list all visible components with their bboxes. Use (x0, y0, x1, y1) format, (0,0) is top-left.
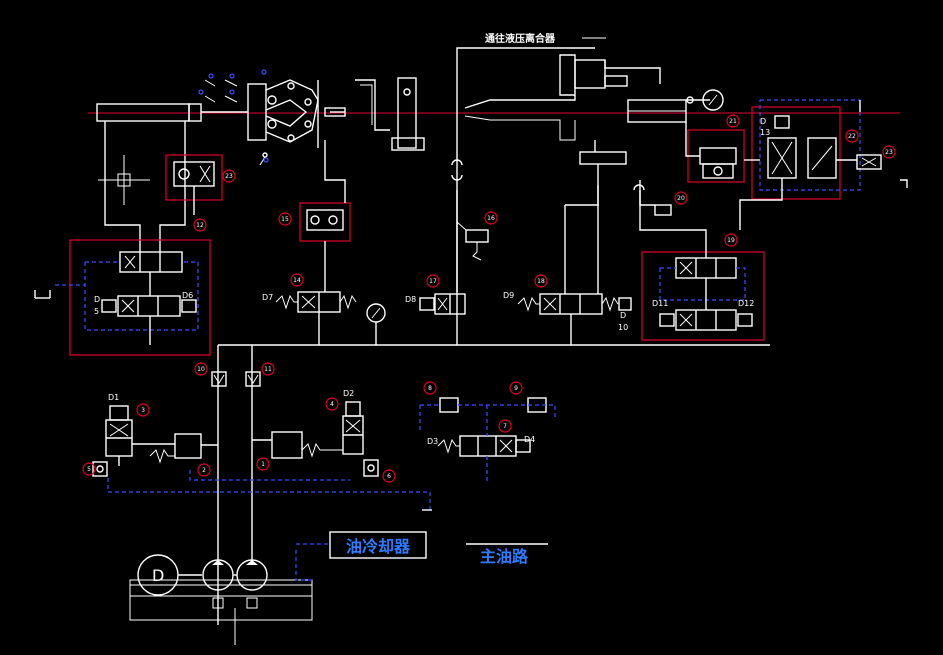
label-d10-num: 10 (618, 323, 628, 332)
clamp-cylinder (96, 79, 346, 166)
tag-19: 19 (727, 237, 735, 244)
tag-4: 4 (330, 401, 334, 408)
clutch-label: 通往液压离合器 (485, 32, 556, 45)
tag-7: 7 (503, 423, 507, 430)
tag-23: 23 (885, 149, 893, 156)
check-valve-10 (211, 371, 227, 387)
valve-16 (465, 229, 489, 243)
tag-8: 8 (428, 385, 432, 392)
crosshair-icon (98, 155, 150, 205)
frame-19 (641, 251, 765, 341)
tag-3: 3 (141, 407, 145, 414)
tag-20: 20 (677, 195, 685, 202)
frame-left-valve-group (69, 239, 211, 356)
label-d5: D (94, 295, 100, 304)
label-d9: D9 (503, 291, 514, 300)
label-d5-num: 5 (94, 307, 99, 316)
oil-tank (129, 579, 313, 621)
label-d4: D4 (524, 435, 535, 444)
valve-8 (439, 397, 459, 413)
label-d3: D3 (427, 437, 438, 446)
label-d13-num: 13 (760, 128, 770, 137)
tag-17: 17 (429, 278, 437, 285)
tag-12: 12 (196, 222, 204, 229)
tag-14: 14 (293, 277, 301, 284)
oil-cooler-label: 油冷却器 (346, 537, 411, 556)
label-d11: D11 (652, 299, 668, 308)
frame-22 (751, 106, 841, 200)
label-d6: D6 (182, 291, 193, 300)
label-d2: D2 (343, 389, 354, 398)
tag-13: 23 (225, 173, 233, 180)
tag-15: 15 (281, 216, 289, 223)
position-markers (198, 69, 269, 163)
tag-11: 11 (264, 366, 272, 373)
solenoid-labels: D1 D2 D3 D4 D 5 D6 D7 D8 D9 D 10 D11 D12… (94, 117, 770, 446)
tag-1: 1 (261, 461, 265, 468)
relief-valve-2 (174, 433, 202, 459)
tag-22: 22 (848, 133, 856, 140)
valve-7 (459, 435, 517, 457)
label-d7: D7 (262, 293, 273, 302)
check-valve-11 (245, 371, 261, 387)
label-d8: D8 (405, 295, 416, 304)
tag-10: 10 (197, 366, 205, 373)
injection-unit (464, 54, 724, 165)
valve-23 (856, 154, 882, 170)
relief-valve-1 (271, 431, 303, 459)
label-d10: D (620, 311, 626, 320)
tag-18: 18 (537, 278, 545, 285)
main-oil-circuit-label: 主油路 (480, 547, 529, 566)
tag-2: 2 (202, 467, 206, 474)
mould-parts (355, 77, 425, 151)
gauge-right-icon (702, 89, 724, 111)
tag-9: 9 (514, 385, 518, 392)
label-d12: D12 (738, 299, 754, 308)
valve-d5 (117, 295, 181, 317)
component-tags: 1 2 3 4 5 6 7 8 9 10 11 12 23 14 15 16 1… (82, 114, 896, 483)
valve-20 (654, 204, 672, 216)
tag-16: 16 (487, 215, 495, 222)
valve-19 (675, 257, 737, 279)
label-d13: D (760, 117, 766, 126)
oil-cooler-box (329, 531, 427, 559)
tag-5: 5 (87, 466, 91, 473)
tag-21: 21 (729, 118, 737, 125)
valve-12 (119, 251, 183, 273)
tag-6: 6 (387, 473, 391, 480)
label-d1: D1 (108, 393, 119, 402)
motor-label: D (152, 566, 164, 585)
